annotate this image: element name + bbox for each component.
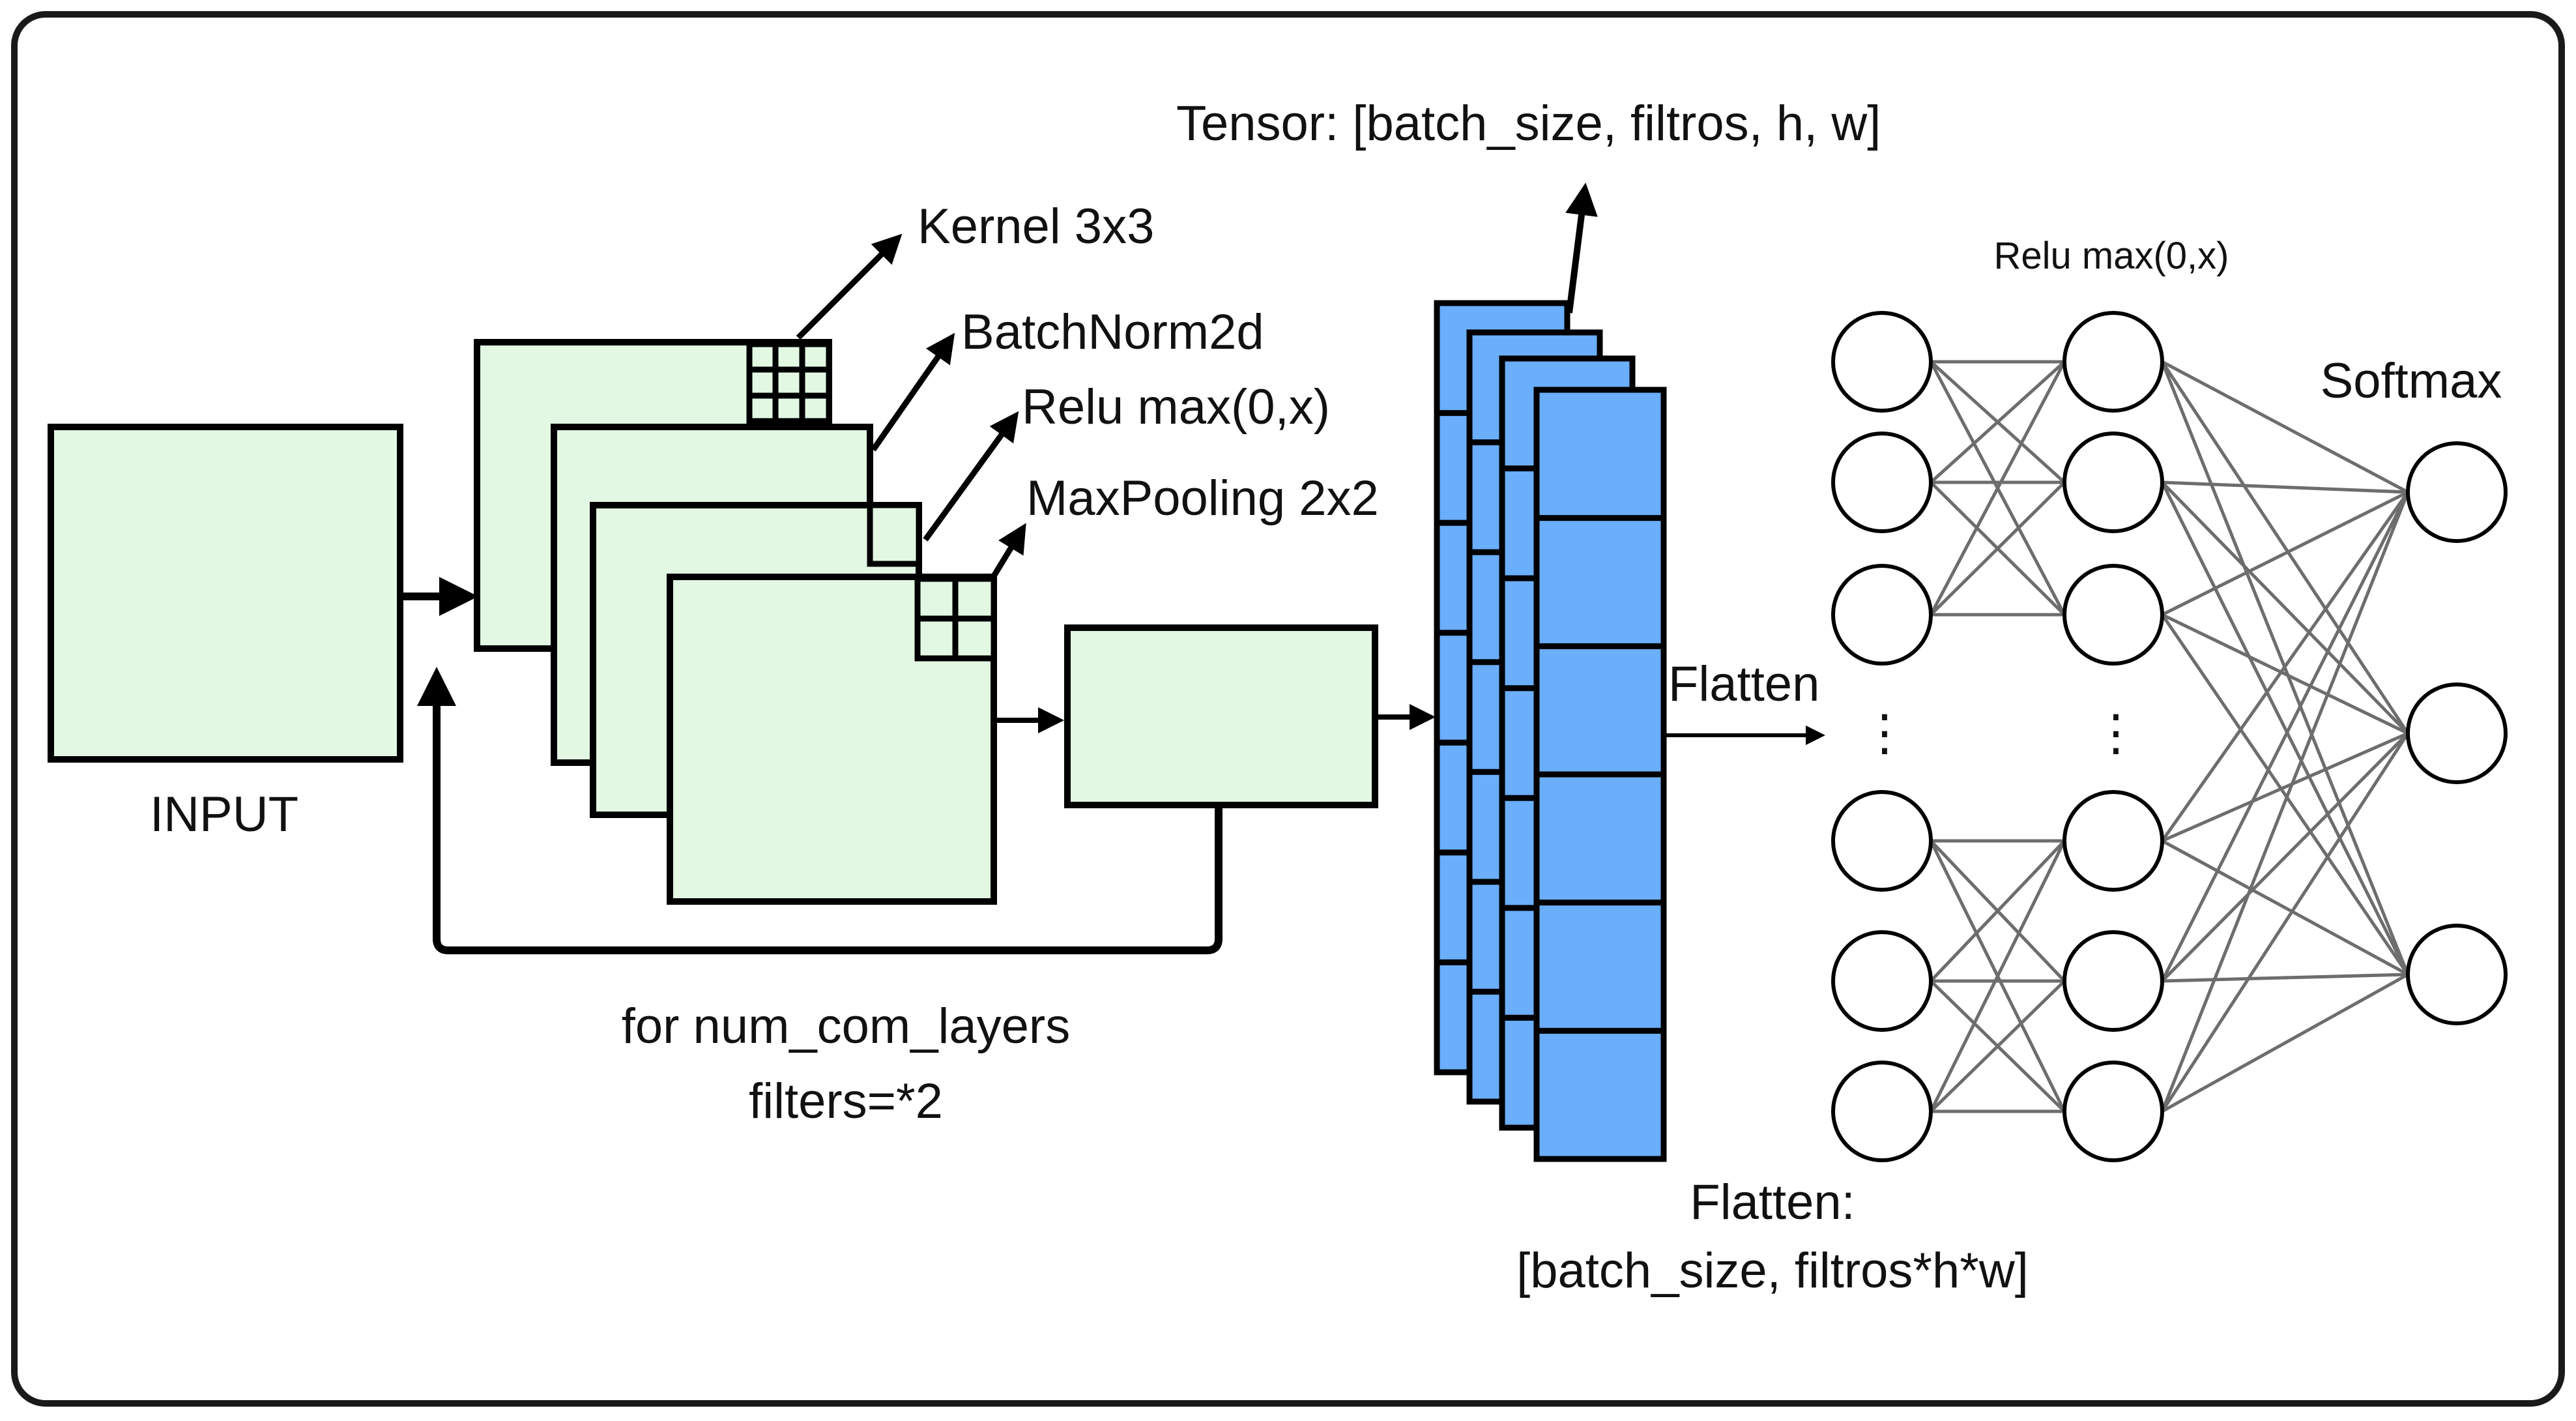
activation-corner-icon xyxy=(867,502,922,567)
output-link xyxy=(2160,491,2410,982)
hidden-link xyxy=(1930,980,2066,1113)
relu-conv-label: Relu max(0,x) xyxy=(1022,379,1330,435)
output-link xyxy=(2161,732,2409,982)
output-link xyxy=(2161,490,2409,617)
output-link xyxy=(2161,839,2409,976)
softmax-label: Softmax xyxy=(2321,353,2502,409)
flatten-layer-neuron-5 xyxy=(1831,930,1933,1032)
hidden-link xyxy=(1930,360,2066,484)
hidden-layer-neuron-2 xyxy=(2062,432,2164,533)
maxpool-grid-icon xyxy=(914,576,997,662)
loop-label-line2: filters=*2 xyxy=(749,1074,943,1129)
output-link xyxy=(2161,613,2409,735)
flatten-layer-neuron-2 xyxy=(1831,432,1933,533)
ellipsis-layer-1: ⋮ xyxy=(1860,705,1909,761)
output-link xyxy=(2160,732,2410,1113)
arrow-relu-conv xyxy=(923,411,1019,542)
tensor-layer-4 xyxy=(1533,387,1667,1162)
output-link xyxy=(2160,491,2410,842)
flatten-layer-neuron-1 xyxy=(1831,311,1933,413)
tensor-label: Tensor: [batch_size, filtros, h, w] xyxy=(1176,96,1881,151)
arrow-maxpool xyxy=(988,523,1026,583)
input-map xyxy=(48,424,403,763)
output-link xyxy=(2162,480,2409,494)
relu-dense-label: Relu max(0,x) xyxy=(1994,235,2229,277)
hidden-link xyxy=(1929,360,2066,616)
tensor-stack xyxy=(1434,300,1667,1162)
maxpool-label: MaxPooling 2x2 xyxy=(1026,471,1379,526)
hidden-layer-neuron-6 xyxy=(2062,1061,2164,1162)
input-block: INPUT xyxy=(48,424,403,842)
arrow-tensor xyxy=(1565,183,1598,314)
output-link xyxy=(2160,491,2410,1112)
output-link xyxy=(2161,481,2409,735)
softmax-layer-neuron-3 xyxy=(2406,924,2508,1025)
network-links xyxy=(1929,360,2410,1113)
loop-back-arrow xyxy=(417,667,1223,954)
ellipsis-layer-2: ⋮ xyxy=(2091,705,2141,761)
hidden-link xyxy=(1930,840,2066,982)
hidden-link xyxy=(1930,481,2066,616)
loop-label-line1: for num_com_layers xyxy=(622,999,1071,1054)
kernel-grid-icon xyxy=(746,341,832,424)
hidden-layer-neuron-1 xyxy=(2062,311,2164,413)
output-link xyxy=(2160,360,2410,735)
output-link xyxy=(2160,613,2410,976)
output-link xyxy=(2161,731,2409,843)
kernel-label: Kernel 3x3 xyxy=(918,199,1154,254)
flatten-arrow-label: Flatten xyxy=(1668,656,1819,712)
output-link xyxy=(2162,973,2409,983)
arrow-kernel xyxy=(796,233,903,340)
flatten-layer-neuron-4 xyxy=(1831,790,1933,892)
input-label: INPUT xyxy=(150,787,298,842)
output-link xyxy=(2161,973,2409,1113)
network-neurons xyxy=(1831,311,2508,1162)
conv-feature-stack xyxy=(474,339,997,905)
output-link xyxy=(2160,481,2410,976)
flatten-shape-line2: [batch_size, filtros*h*w] xyxy=(1516,1243,2029,1298)
pooled-map xyxy=(1064,624,1378,808)
flatten-shape-line1: Flatten: xyxy=(1690,1175,1855,1230)
output-link xyxy=(2161,360,2409,494)
hidden-link xyxy=(1929,840,2066,1113)
hidden-layer-neuron-4 xyxy=(2062,790,2164,892)
flatten-layer-neuron-6 xyxy=(1831,1061,1933,1162)
softmax-layer-neuron-2 xyxy=(2406,682,2508,784)
hidden-layer-neuron-5 xyxy=(2062,930,2164,1032)
hidden-layer-neuron-3 xyxy=(2062,564,2164,666)
batchnorm-label: BatchNorm2d xyxy=(961,304,1264,360)
arrow-batchnorm xyxy=(871,332,955,452)
flatten-layer-neuron-3 xyxy=(1831,564,1933,666)
softmax-layer-neuron-1 xyxy=(2406,441,2508,543)
